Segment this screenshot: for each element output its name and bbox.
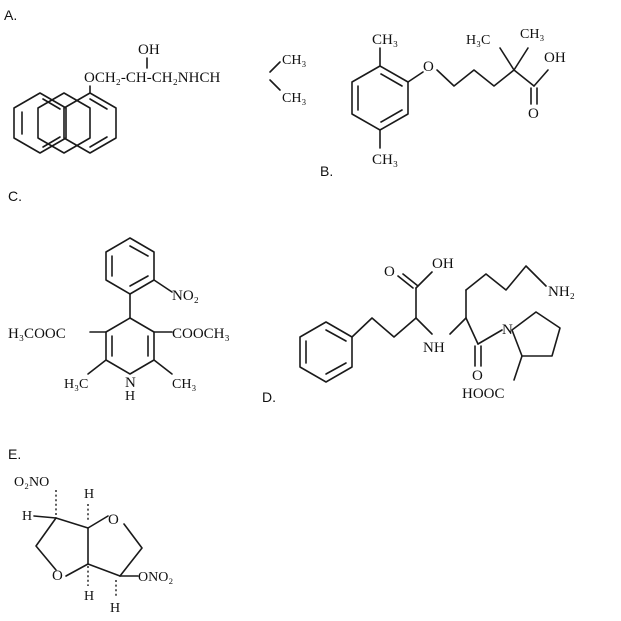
left-ester-c: H₃COOC xyxy=(8,326,66,342)
label-e: E. xyxy=(8,446,21,462)
oh-b: OH xyxy=(544,50,566,66)
o-amide-d: O xyxy=(472,368,483,384)
oh-d: OH xyxy=(432,256,454,272)
o-carbonyl-b: O xyxy=(528,106,539,122)
naphthalene xyxy=(13,92,117,154)
o-carbonyl-d: O xyxy=(384,264,395,280)
n-c: N xyxy=(125,375,136,391)
label-d: D. xyxy=(262,389,276,405)
nh-d: NH xyxy=(423,340,445,356)
dihydropyridine-ring-c xyxy=(105,317,155,375)
ch3-bottom-a: CH₃ xyxy=(282,91,306,106)
n-ring-d: N xyxy=(502,322,513,338)
ono2-e: ONO₂ xyxy=(138,570,173,585)
h3c-c: H₃C xyxy=(64,377,88,392)
structure-e: O₂NO H H O O ONO₂ H H xyxy=(14,475,173,616)
hooc-d: HOOC xyxy=(462,386,505,402)
h3c-b: H₃C xyxy=(466,33,490,48)
h-bottom-e: H xyxy=(110,601,120,616)
proline-ring-d xyxy=(511,311,561,357)
o-ring-bottom-e: O xyxy=(52,568,63,584)
ch3-right-b: CH₃ xyxy=(520,27,544,42)
o-ring-top-e: O xyxy=(108,512,119,528)
o2no-e: O₂NO xyxy=(14,475,49,490)
right-ester-c: COOCH₃ xyxy=(172,326,230,342)
structure-c: NO₂ H₃COOC COOCH₃ H₃C CH₃ N H xyxy=(8,237,230,404)
h-c: H xyxy=(125,389,135,404)
structure-a: OCH₂-CH-CH₂NHCH OH CH₃ CH₃ xyxy=(13,42,306,154)
benzene-ring-b xyxy=(351,65,409,131)
structure-b: CH₃ CH₃ O H₃C CH₃ OH O xyxy=(351,27,566,168)
no2-c: NO₂ xyxy=(172,288,199,304)
h-top-e: H xyxy=(84,487,94,502)
structure-d: O OH NH NH₂ O N HOOC xyxy=(299,256,575,402)
oh-a: OH xyxy=(138,42,160,58)
phenyl-ring-d xyxy=(299,321,353,383)
label-b: B. xyxy=(320,163,333,179)
o-ether-b: O xyxy=(423,59,434,75)
ch3-ring-bottom-b: CH₃ xyxy=(372,152,398,168)
label-c: C. xyxy=(8,188,22,204)
label-a: A. xyxy=(4,7,17,23)
ch3-top-a: CH₃ xyxy=(282,53,306,68)
nh2-d: NH₂ xyxy=(548,284,575,300)
chain-a: OCH₂-CH-CH₂NHCH xyxy=(84,70,220,86)
naphthalene-ring-right xyxy=(37,92,91,154)
ch3-ring-top-b: CH₃ xyxy=(372,32,398,48)
h-bottom-left-e: H xyxy=(84,589,94,604)
ch3-c: CH₃ xyxy=(172,377,196,392)
h-top-left-e: H xyxy=(22,509,32,524)
